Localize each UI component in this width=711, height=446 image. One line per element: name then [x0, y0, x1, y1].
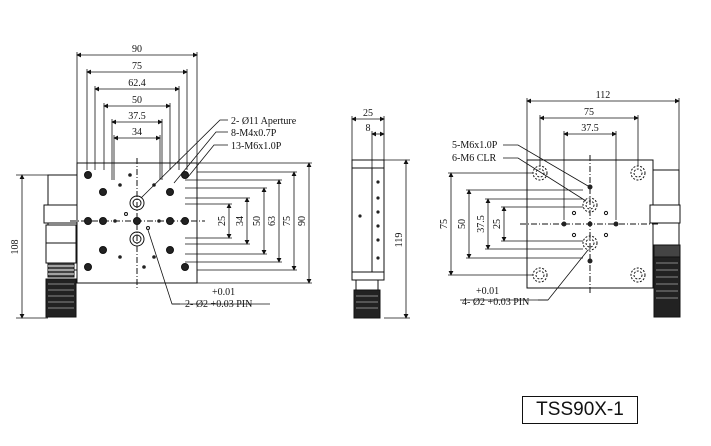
bottom-view-labels: 112 75 37.5 75 50 37.5 25 5-M6x1.0P 6-M6…	[439, 90, 610, 308]
dim-top-3: 62.4	[128, 78, 146, 89]
pin-front: 2- Ø2 +0.03 PIN	[185, 299, 252, 310]
dim-bottom-left-3: 37.5	[476, 215, 487, 233]
callout-aperture: 2- Ø11 Aperture	[231, 116, 297, 127]
callout-m6: 13-M6x1.0P	[231, 141, 282, 152]
dim-right-5: 75	[282, 216, 293, 226]
dim-top-4: 50	[132, 95, 142, 106]
tolerance-bottom: +0.01	[476, 286, 499, 297]
dim-bottom-left-1: 75	[439, 219, 450, 229]
callout-m4: 8-M4x0.7P	[231, 128, 277, 139]
callout-bottom-m6: 5-M6x1.0P	[452, 140, 498, 151]
dim-top-2: 75	[132, 61, 142, 72]
dim-right-1: 25	[217, 216, 228, 226]
model-label: TSS90X-1	[522, 396, 638, 424]
dim-top-1: 90	[132, 44, 142, 55]
aperture-hole	[129, 231, 145, 247]
front-micrometer	[45, 224, 77, 318]
dim-left-overall: 108	[10, 240, 21, 255]
side-view	[351, 116, 410, 319]
dim-side-width: 25	[363, 108, 373, 119]
dim-right-4: 63	[267, 216, 278, 226]
front-view	[16, 52, 312, 319]
dim-top-6: 34	[132, 127, 142, 138]
dim-side-height: 119	[394, 233, 405, 248]
dim-bottom-holes: 75	[584, 107, 594, 118]
dim-side-top: 8	[366, 123, 371, 134]
dim-bottom-left-2: 50	[457, 219, 468, 229]
dim-right-2: 34	[235, 216, 246, 226]
dim-bottom-left-4: 25	[492, 219, 503, 229]
aperture-hole	[129, 195, 145, 211]
bottom-micrometer	[653, 244, 681, 318]
bottom-view	[448, 98, 681, 318]
dim-bottom-inner: 37.5	[581, 123, 599, 134]
dim-right-6: 90	[297, 216, 308, 226]
tolerance-front: +0.01	[212, 287, 235, 298]
pin-bottom: 4- Ø2 +0.03 PIN	[462, 297, 529, 308]
dim-right-3: 50	[252, 216, 263, 226]
front-view-labels: 90 75 62.4 50 37.5 34 25 34 50 63 75 90 …	[10, 44, 308, 310]
side-view-labels: 25 8 119	[363, 108, 405, 247]
callout-bottom-clr: 6-M6 CLR	[452, 153, 497, 164]
dim-bottom-overall: 112	[596, 90, 611, 101]
dim-top-5: 37.5	[128, 111, 146, 122]
side-micrometer	[353, 279, 381, 319]
